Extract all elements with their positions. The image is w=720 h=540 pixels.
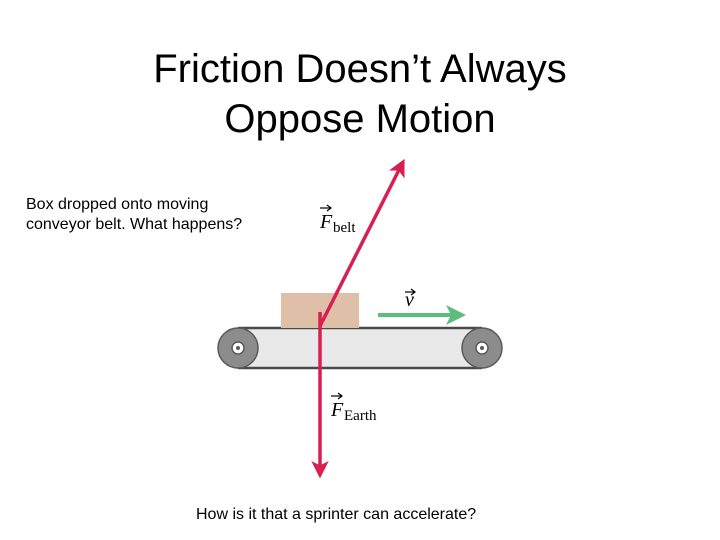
force-belt-arrow bbox=[318, 158, 405, 327]
right-roller bbox=[461, 327, 503, 369]
force-belt-label: F belt bbox=[319, 204, 356, 236]
intro-text: Box dropped onto moving conveyor belt. W… bbox=[26, 195, 286, 235]
force-earth-label: F Earth bbox=[330, 392, 377, 424]
vector-arrowhead bbox=[337, 392, 343, 400]
title-line-2: Oppose Motion bbox=[224, 97, 496, 141]
title-line-1: Friction Doesn’t Always bbox=[153, 47, 567, 91]
vector-arrowhead bbox=[326, 204, 332, 212]
vector-arrowhead bbox=[410, 288, 416, 296]
intro-line-2: conveyor belt. What happens? bbox=[26, 216, 243, 233]
intro-line-1: Box dropped onto moving bbox=[26, 196, 209, 213]
velocity-symbol: v bbox=[405, 289, 414, 311]
left-roller bbox=[217, 327, 259, 369]
slide-title: Friction Doesn’t Always Oppose Motion bbox=[40, 44, 680, 144]
force-belt-subscript: belt bbox=[333, 220, 356, 236]
velocity-label: v bbox=[405, 288, 416, 311]
force-belt-symbol: F bbox=[319, 211, 333, 233]
force-earth-symbol: F bbox=[330, 399, 344, 421]
belt-surface bbox=[238, 328, 482, 368]
conveyor-belt bbox=[238, 326, 482, 370]
question-text: How is it that a sprinter can accelerate… bbox=[196, 506, 477, 523]
force-earth-subscript: Earth bbox=[344, 408, 377, 424]
